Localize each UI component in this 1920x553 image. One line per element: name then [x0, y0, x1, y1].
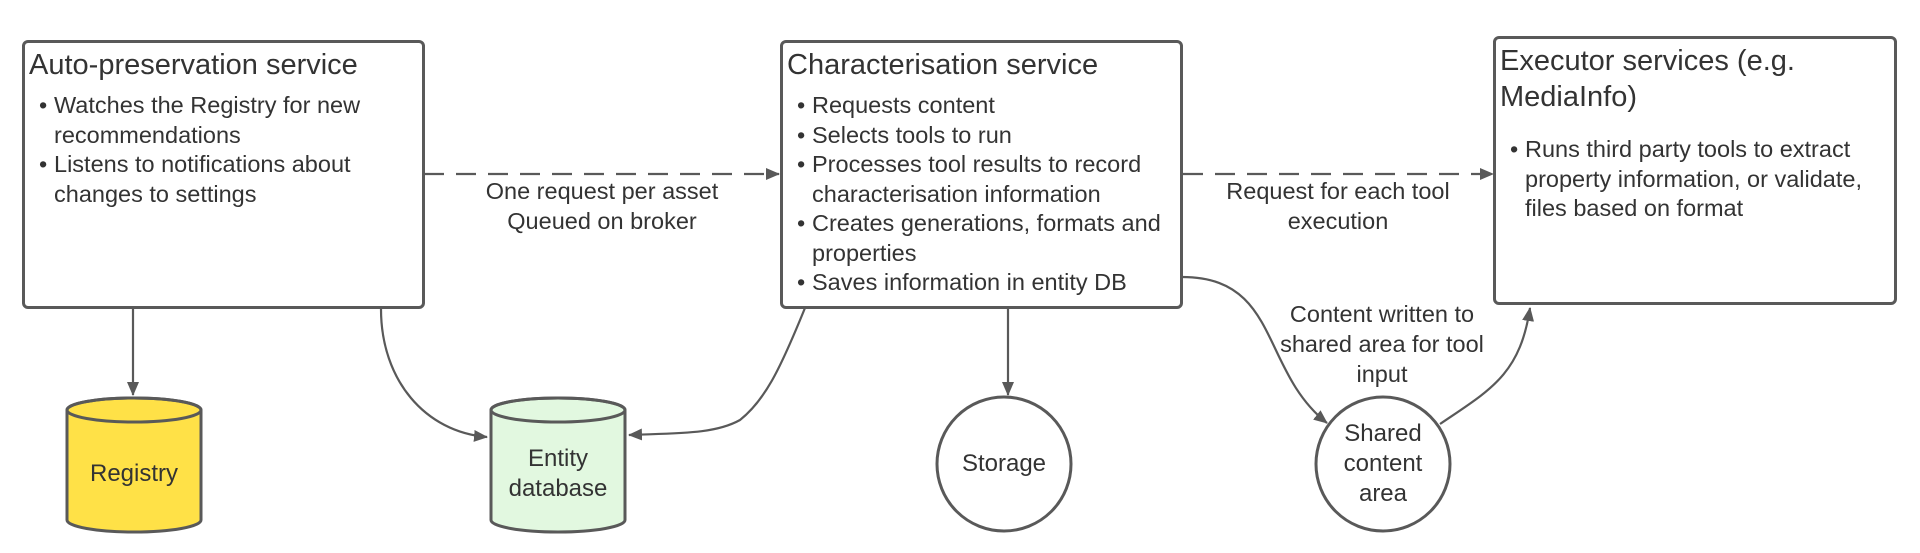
shared-content-area-line: area: [1358, 480, 1408, 507]
registry-text: Registry: [89, 460, 179, 487]
list-item: Selects tools to run: [787, 121, 1172, 151]
list-item: Runs third party tools to extract proper…: [1500, 135, 1886, 224]
list-item: Creates generations, formats and propert…: [787, 209, 1172, 268]
shared-content-area-label: Shared content area: [1316, 397, 1450, 531]
label-line: shared area for tool: [1280, 331, 1484, 357]
characterisation-service-box: Characterisation service Requests conten…: [780, 40, 1183, 309]
characterisation-to-shared-area-label: Content written to shared area for tool …: [1262, 299, 1502, 389]
auto-preservation-service-box: Auto-preservation service Watches the Re…: [22, 40, 425, 309]
label-line: One request per asset: [485, 178, 719, 204]
list-item: Saves information in entity DB: [787, 268, 1172, 298]
auto-preservation-service-list: Watches the Registry for new recommendat…: [29, 91, 414, 209]
auto-preservation-service-title: Auto-preservation service: [29, 49, 358, 81]
registry-label: Registry: [67, 422, 201, 526]
arrow-characterisation-to-shared-area: [1181, 275, 1328, 424]
label-line: Queued on broker: [507, 208, 697, 234]
storage-circle: [935, 395, 1073, 533]
shared-content-area-line: content: [1343, 450, 1423, 477]
executor-services-title: Executor services (e.g. MediaInfo): [1500, 45, 1795, 113]
auto-to-characterisation-label: One request per asset Queued on broker: [430, 176, 774, 236]
list-item: Watches the Registry for new recommendat…: [29, 91, 414, 150]
storage-label: Storage: [937, 397, 1071, 531]
registry-cylinder-top: [65, 396, 203, 424]
entity-database-line: database: [508, 475, 608, 502]
label-line: execution: [1287, 208, 1389, 234]
label-line: input: [1356, 361, 1408, 387]
label-line: Request for each tool: [1226, 178, 1450, 204]
characterisation-service-list: Requests content Selects tools to run Pr…: [787, 91, 1172, 298]
arrow-auto-to-entity-database: [379, 308, 488, 442]
entity-database-line: Entity: [527, 445, 589, 472]
list-item: Requests content: [787, 91, 1172, 121]
label-line: Content written to: [1289, 301, 1475, 327]
executor-services-box: Executor services (e.g. MediaInfo) Runs …: [1493, 36, 1897, 305]
characterisation-to-executor-label: Request for each tool execution: [1188, 176, 1488, 236]
shared-content-area-line: Shared: [1344, 420, 1422, 447]
characterisation-service-title: Characterisation service: [787, 49, 1099, 81]
entity-database-label: Entity database: [491, 422, 625, 526]
storage-text: Storage: [961, 450, 1047, 477]
arrow-characterisation-to-entity-database: [628, 302, 809, 441]
list-item: Processes tool results to record charact…: [787, 150, 1172, 209]
list-item: Listens to notifications about changes t…: [29, 150, 414, 209]
shared-content-area-circle: [1314, 395, 1452, 533]
executor-services-list: Runs third party tools to extract proper…: [1500, 135, 1886, 224]
arrow-shared-area-to-executor: [1439, 307, 1535, 425]
entity-database-cylinder-top: [489, 396, 627, 424]
